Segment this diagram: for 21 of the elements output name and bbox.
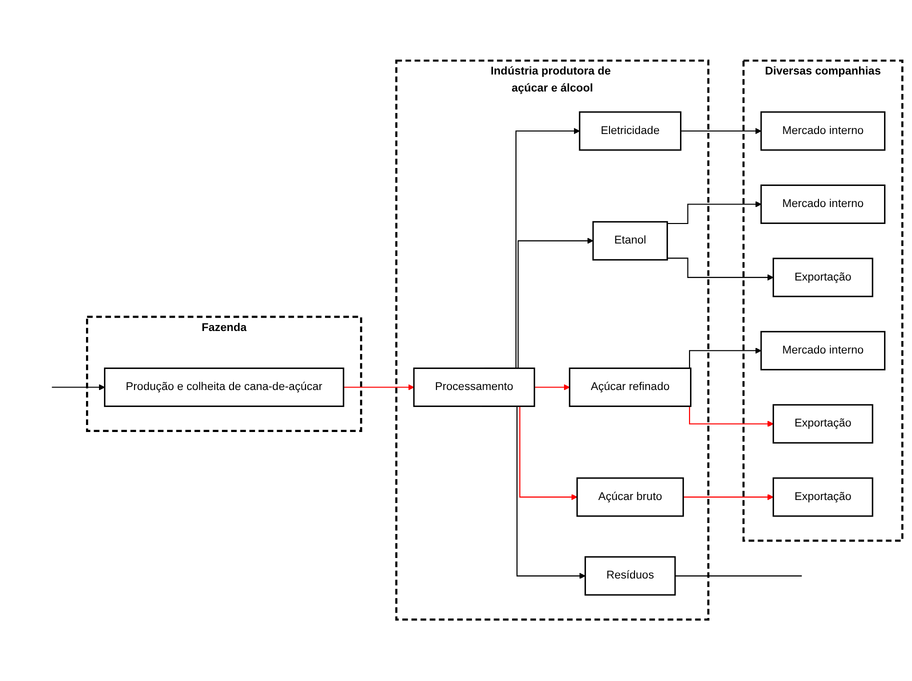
arrow xyxy=(680,128,762,135)
node-box: Exportação xyxy=(772,404,874,444)
node-box: Açúcar bruto xyxy=(576,478,684,518)
node-box: Produção e colheita de cana-de-açúcar xyxy=(104,368,344,408)
node-box: Etanol xyxy=(592,222,668,261)
node-box: Exportação xyxy=(772,258,874,298)
arrow xyxy=(667,202,762,224)
node-box: Açúcar refinado xyxy=(568,368,692,408)
arrow xyxy=(344,384,414,391)
node-box: Mercado interno xyxy=(760,331,886,371)
node-box: Resíduos xyxy=(584,556,676,596)
arrow xyxy=(52,384,105,391)
node-box: Mercado interno xyxy=(760,184,886,224)
arrow xyxy=(534,384,570,391)
node-box: Mercado interno xyxy=(760,112,886,152)
arrow xyxy=(683,494,774,501)
arrow xyxy=(667,258,774,281)
node-box: Eletricidade xyxy=(578,112,682,152)
node-box: Exportação xyxy=(772,478,874,518)
node-box: Processamento xyxy=(413,368,536,408)
connector xyxy=(675,576,802,577)
